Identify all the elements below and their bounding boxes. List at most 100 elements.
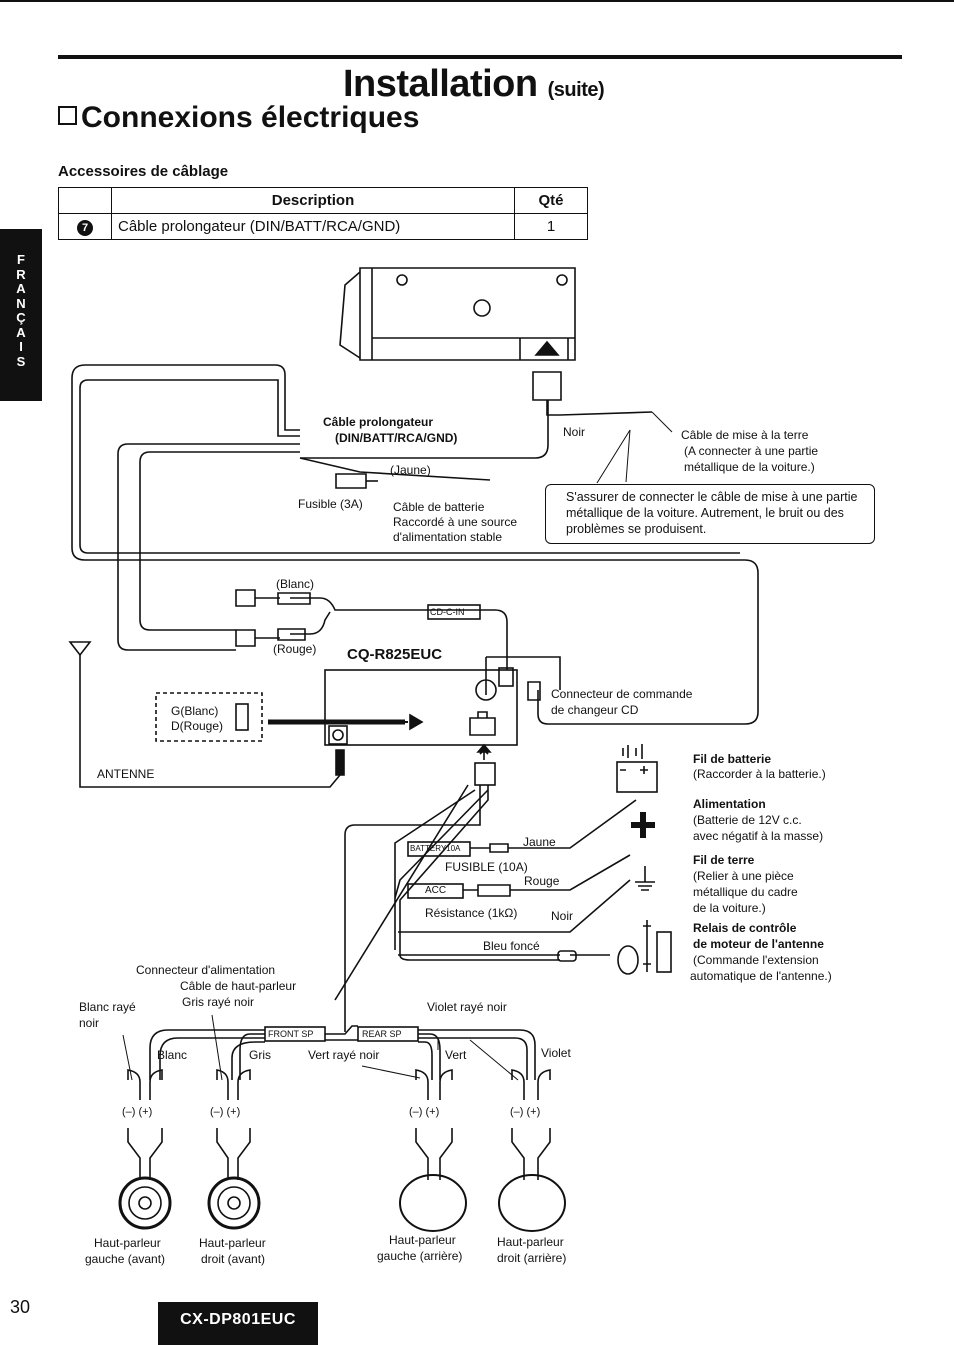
side-tab-letter: Ç xyxy=(16,310,26,325)
table-cell-qty: 1 xyxy=(514,213,588,240)
label-alimentation-desc-1: (Batterie de 12V c.c. xyxy=(693,813,802,827)
cable-label: Câble prolongateur xyxy=(323,415,433,430)
speaker-rl-forks xyxy=(415,1069,453,1180)
label-front-sp: FRONT SP xyxy=(268,1029,314,1039)
side-tab-letter: I xyxy=(19,339,23,354)
label-fil-terre-desc-1: (Relier à une pièce xyxy=(693,869,794,883)
label-wire-violet: Violet xyxy=(541,1046,571,1060)
label-rear-sp: REAR SP xyxy=(362,1029,402,1039)
polarity-fr: (–) (+) xyxy=(210,1106,241,1118)
label-rouge: Rouge xyxy=(524,874,560,888)
rca-connector-red xyxy=(277,628,306,641)
speaker-fl-label-1: Haut-parleur xyxy=(94,1236,161,1250)
label-wire-gris: Gris xyxy=(249,1048,271,1062)
table-header-description: Description xyxy=(111,187,515,214)
label-cd-connector-2: de changeur CD xyxy=(551,703,639,717)
cd-connector-plug xyxy=(527,681,541,701)
page-title: Installation (suite) xyxy=(343,63,605,106)
polarity-rl: (–) (+) xyxy=(409,1106,440,1118)
speaker-fl-label-2: gauche (avant) xyxy=(85,1252,166,1266)
cdc-in-tag xyxy=(427,604,481,620)
label-noir: Noir xyxy=(551,909,574,923)
label-alimentation: Alimentation xyxy=(693,797,766,811)
rca-plug-white xyxy=(235,589,256,607)
label-jaune-top: (Jaune) xyxy=(390,463,431,477)
label-batt-cable-2: Raccordé à une source xyxy=(393,515,518,529)
label-relais-desc-2: automatique de l'antenne.) xyxy=(690,969,832,983)
speaker-rl-label-2: gauche (arrière) xyxy=(377,1249,463,1263)
speaker-fr-label-1: Haut-parleur xyxy=(199,1236,266,1250)
relay-motor-icon xyxy=(617,945,639,975)
label-ground-3: métallique de la voiture.) xyxy=(684,460,815,474)
label-blanc-rca: (Blanc) xyxy=(276,577,315,591)
title-text: Installation xyxy=(343,63,538,105)
header-rule xyxy=(58,55,902,59)
label-cable-hp: Câble de haut-parleur xyxy=(180,979,297,993)
accessories-table: Description Qté 7 Câble prolongateur (DI… xyxy=(58,187,588,240)
label-fusible-3a: Fusible (3A) xyxy=(298,497,363,511)
label-relais-2: de moteur de l'antenne xyxy=(693,937,824,951)
acc-tag xyxy=(407,883,464,899)
main-unit-box xyxy=(324,669,518,746)
speaker-rl-label-1: Haut-parleur xyxy=(389,1233,456,1247)
screw-icon xyxy=(556,274,568,286)
speaker-rear-right-icon xyxy=(498,1174,566,1232)
label-fil-batterie-desc: (Raccorder à la batterie.) xyxy=(693,767,826,781)
label-unit-model: CQ-R825EUC xyxy=(347,646,443,663)
label-relais-1: Relais de contrôle xyxy=(693,921,797,935)
antenna-motor-icon xyxy=(656,931,672,973)
label-g-blanc: G(Blanc) xyxy=(171,704,219,718)
side-tab-letter: F xyxy=(17,252,25,267)
side-tab-letter: A xyxy=(16,324,26,340)
connector-7-icon xyxy=(473,299,491,317)
polarity-fl: (–) (+) xyxy=(122,1106,153,1118)
head-unit xyxy=(359,267,576,361)
label-resistance: Résistance (1kΩ) xyxy=(425,906,518,920)
table-row: 7 Câble prolongateur (DIN/BATT/RCA/GND) … xyxy=(58,213,588,240)
cable-label-line1: Câble prolongateur xyxy=(323,415,434,429)
label-battery-tag: BATTERY10A xyxy=(410,844,461,853)
plus-icon xyxy=(631,812,655,838)
antenna-icon xyxy=(68,641,92,657)
speaker-fr-label-2: droit (avant) xyxy=(201,1252,266,1266)
table-header-row: Description Qté xyxy=(58,187,588,214)
speaker-rr-label-2: droit (arrière) xyxy=(497,1251,567,1265)
rca-select-box xyxy=(155,692,263,742)
ground-note-box: S'assurer de connecter le câble de mise … xyxy=(545,484,875,544)
accessories-heading: Accessoires de câblage xyxy=(58,163,229,180)
label-violet-raye: Violet rayé noir xyxy=(427,1000,507,1014)
label-alimentation-desc-2: avec négatif à la masse) xyxy=(693,829,824,843)
battery-icon xyxy=(616,761,658,793)
label-d-rouge: D(Rouge) xyxy=(171,719,224,733)
power-connector xyxy=(474,762,496,786)
table-cell-description: Câble prolongateur (DIN/BATT/RCA/GND) xyxy=(111,213,515,240)
cd-connector-jack xyxy=(475,679,497,701)
item-number-badge: 7 xyxy=(77,219,93,236)
label-blanc-raye-1: Blanc rayé xyxy=(79,1000,136,1014)
battery-fuse-tag xyxy=(407,841,471,857)
screw-icon xyxy=(396,274,408,286)
label-bleu-fonce: Bleu foncé xyxy=(483,939,540,953)
blue-wire-plug xyxy=(557,950,577,962)
head-unit-front xyxy=(339,271,361,359)
label-acc: ACC xyxy=(425,885,447,896)
side-tab-letter: S xyxy=(16,353,26,369)
label-wire-vert-raye: Vert rayé noir xyxy=(308,1048,380,1062)
table-cell-number: 7 xyxy=(58,213,112,240)
cable-label-line2: (DIN/BATT/RCA/GND) xyxy=(335,431,458,445)
label-batt-cable-3: d'alimentation stable xyxy=(393,530,503,544)
label-ground-2: (A connecter à une partie xyxy=(684,444,819,458)
section-title: Connexions électriques xyxy=(58,101,419,135)
label-fil-terre-desc-2: métallique du cadre xyxy=(693,885,798,899)
label-gris-raye: Gris rayé noir xyxy=(182,995,255,1009)
label-wire-blanc: Blanc xyxy=(157,1048,188,1062)
speaker-fl-forks xyxy=(127,1069,163,1180)
label-wire-vert: Vert xyxy=(445,1048,467,1062)
label-relais-desc-1: (Commande l'extension xyxy=(693,953,819,967)
side-tab-letter: N xyxy=(16,295,26,311)
label-cdc-in: CD-C-IN xyxy=(430,607,465,617)
label-rouge-rca: (Rouge) xyxy=(273,642,317,656)
label-cd-connector-1: Connecteur de commande xyxy=(551,687,693,701)
